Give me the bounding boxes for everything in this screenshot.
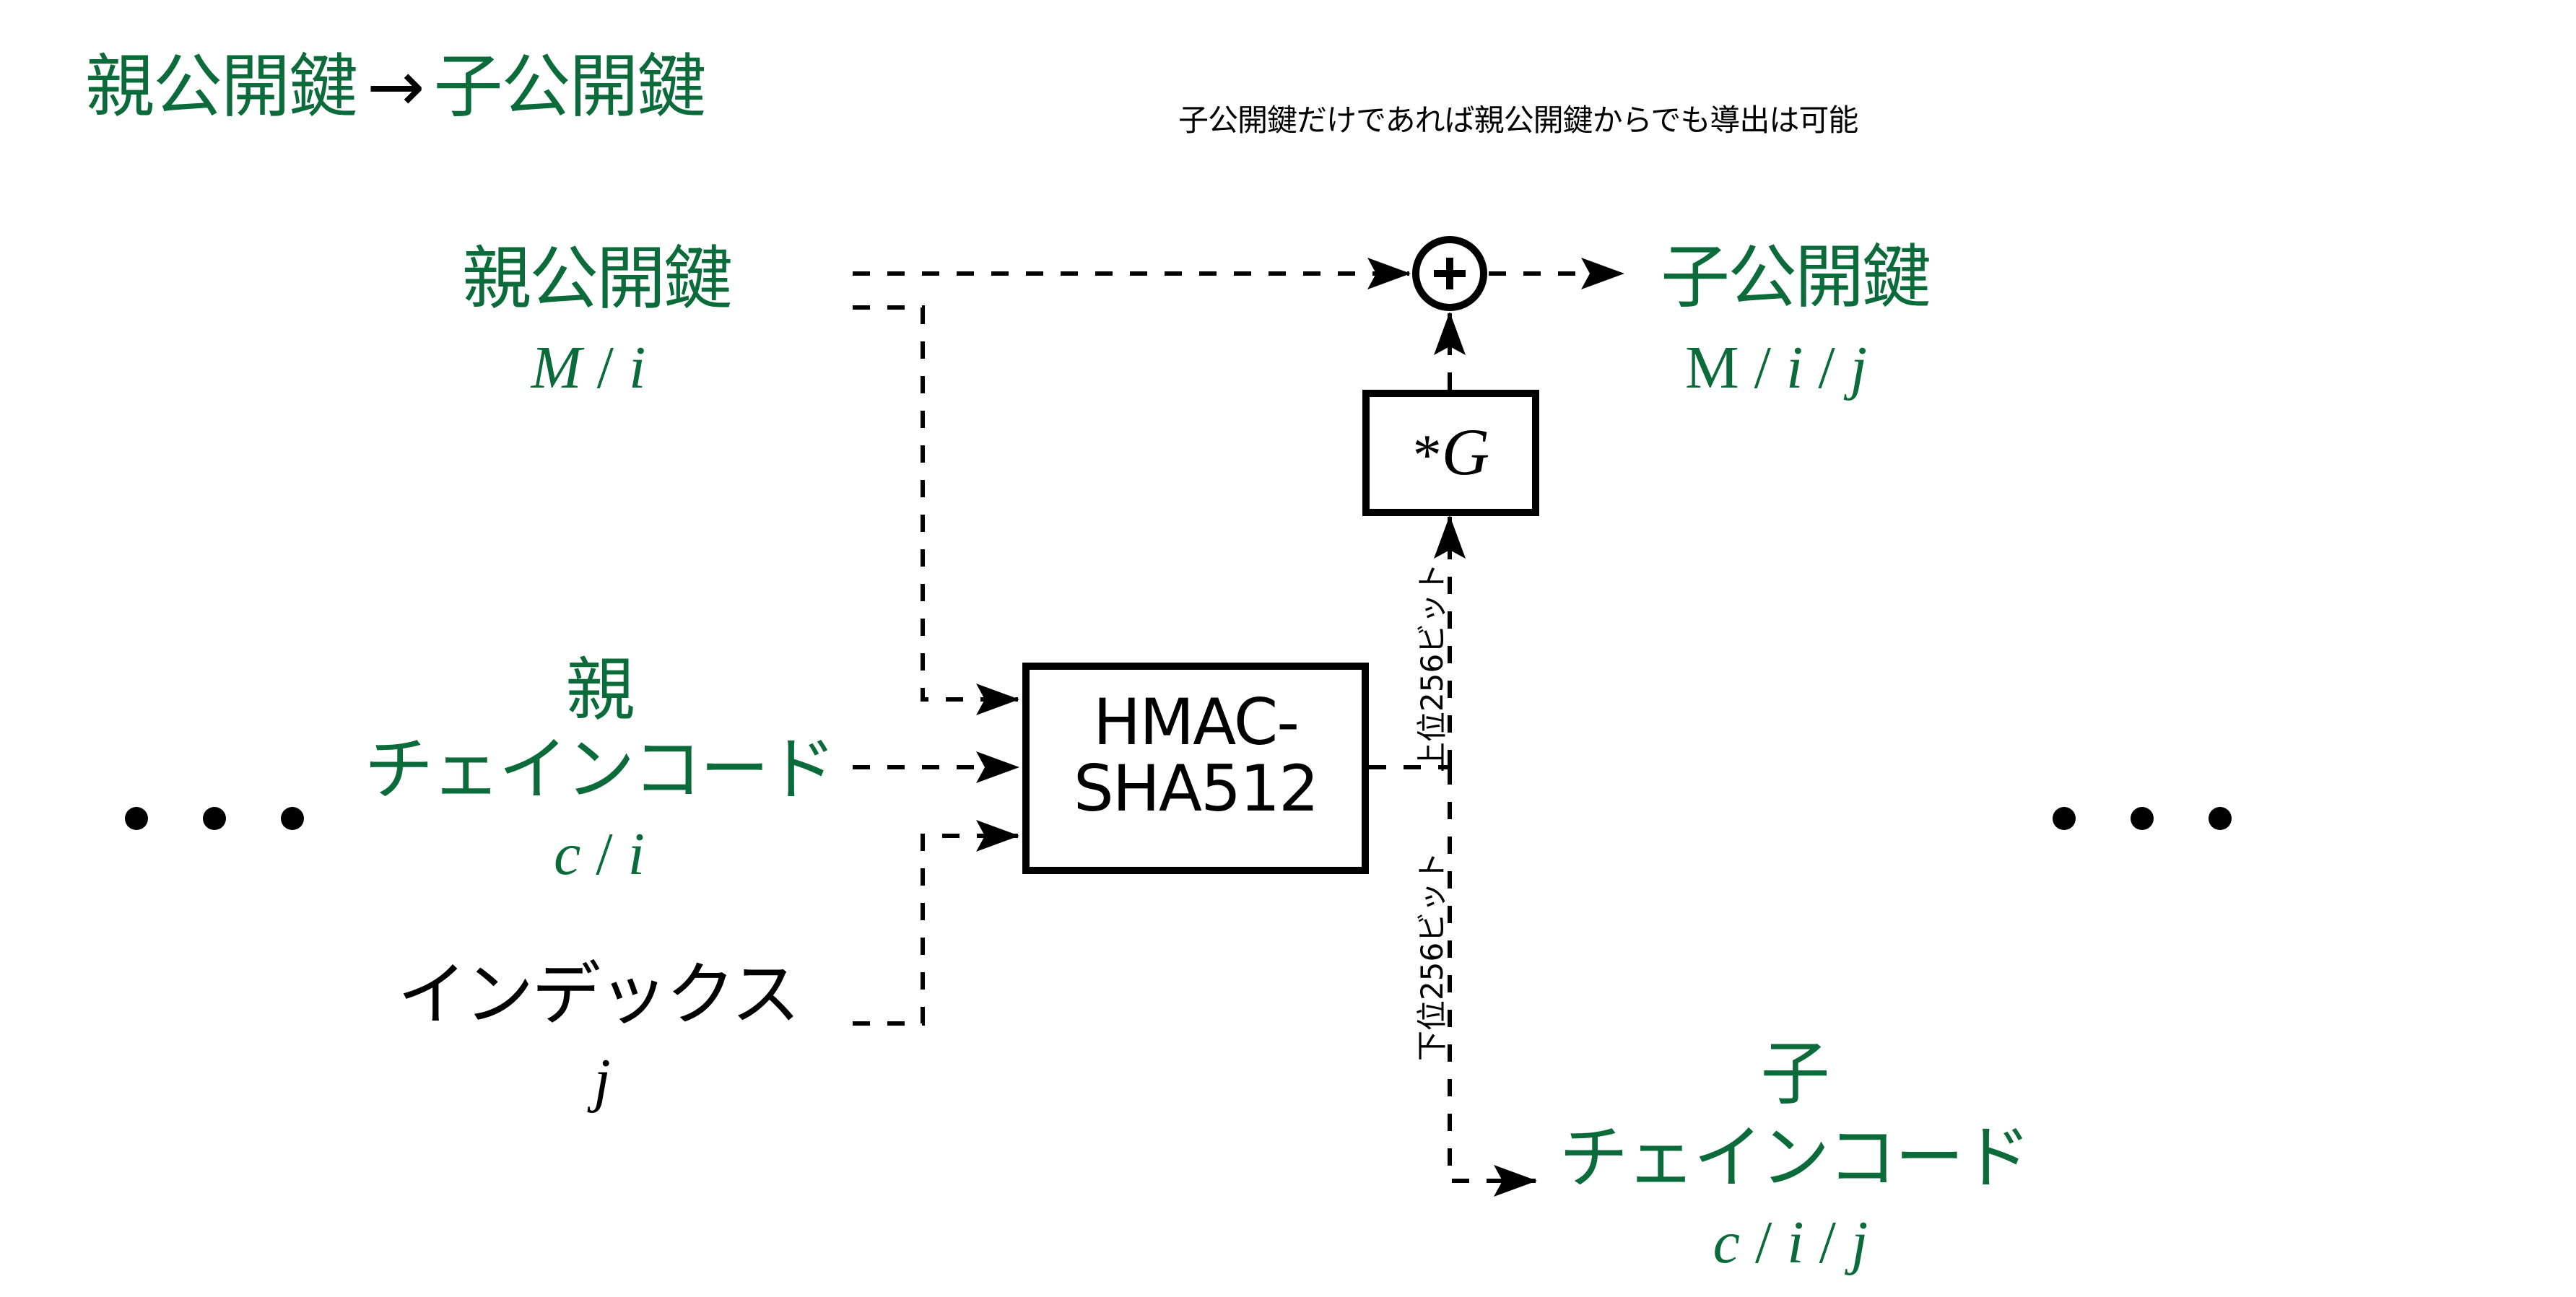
upper-256-bits-label: 上位256ビット — [1414, 562, 1450, 772]
lower-256-bits-label: 下位256ビット — [1414, 851, 1450, 1061]
derivation-note: 子公開鍵だけであれば親公開鍵からでも導出は可能 — [1178, 102, 1858, 138]
parent-chaincode-label-line2: チェインコード — [364, 729, 837, 810]
page-title: 親公開鍵→子公開鍵 — [85, 52, 706, 121]
parent-pubkey-label: 親公開鍵 — [462, 238, 733, 319]
index-path: j — [593, 1047, 611, 1114]
child-pubkey-label: 子公開鍵 — [1661, 237, 1931, 318]
hmac-label: HMAC- SHA512 — [1073, 685, 1319, 826]
edge-lower-256-to-child-chaincode — [1448, 767, 1537, 1197]
mult-g-label: *G — [1412, 415, 1490, 489]
adder-node — [1412, 236, 1487, 311]
edge-parent-pubkey-to-hmac — [853, 305, 1019, 715]
title-arrow-icon: → — [367, 46, 425, 127]
title-from: 親公開鍵 — [85, 46, 358, 127]
child-pubkey-path: M / i / j — [1684, 334, 1868, 401]
parent-pubkey-path: M / i — [531, 334, 646, 401]
child-chaincode-label-line2: チェインコード — [1559, 1117, 2032, 1198]
index-label: インデックス — [397, 954, 800, 1035]
hmac-box — [1022, 663, 1369, 874]
child-chaincode-path: c / i / j — [1713, 1209, 1868, 1276]
ellipsis-left — [125, 807, 304, 830]
child-chaincode-label-line1: 子 — [1760, 1034, 1830, 1114]
parent-chaincode-path: c / i — [554, 821, 645, 888]
mult-g-box — [1362, 390, 1539, 516]
ellipsis-right — [2053, 807, 2232, 830]
edge-index-to-hmac — [853, 820, 1019, 1026]
title-to: 子公開鍵 — [433, 46, 706, 127]
parent-chaincode-label-line1: 親 — [565, 650, 635, 730]
